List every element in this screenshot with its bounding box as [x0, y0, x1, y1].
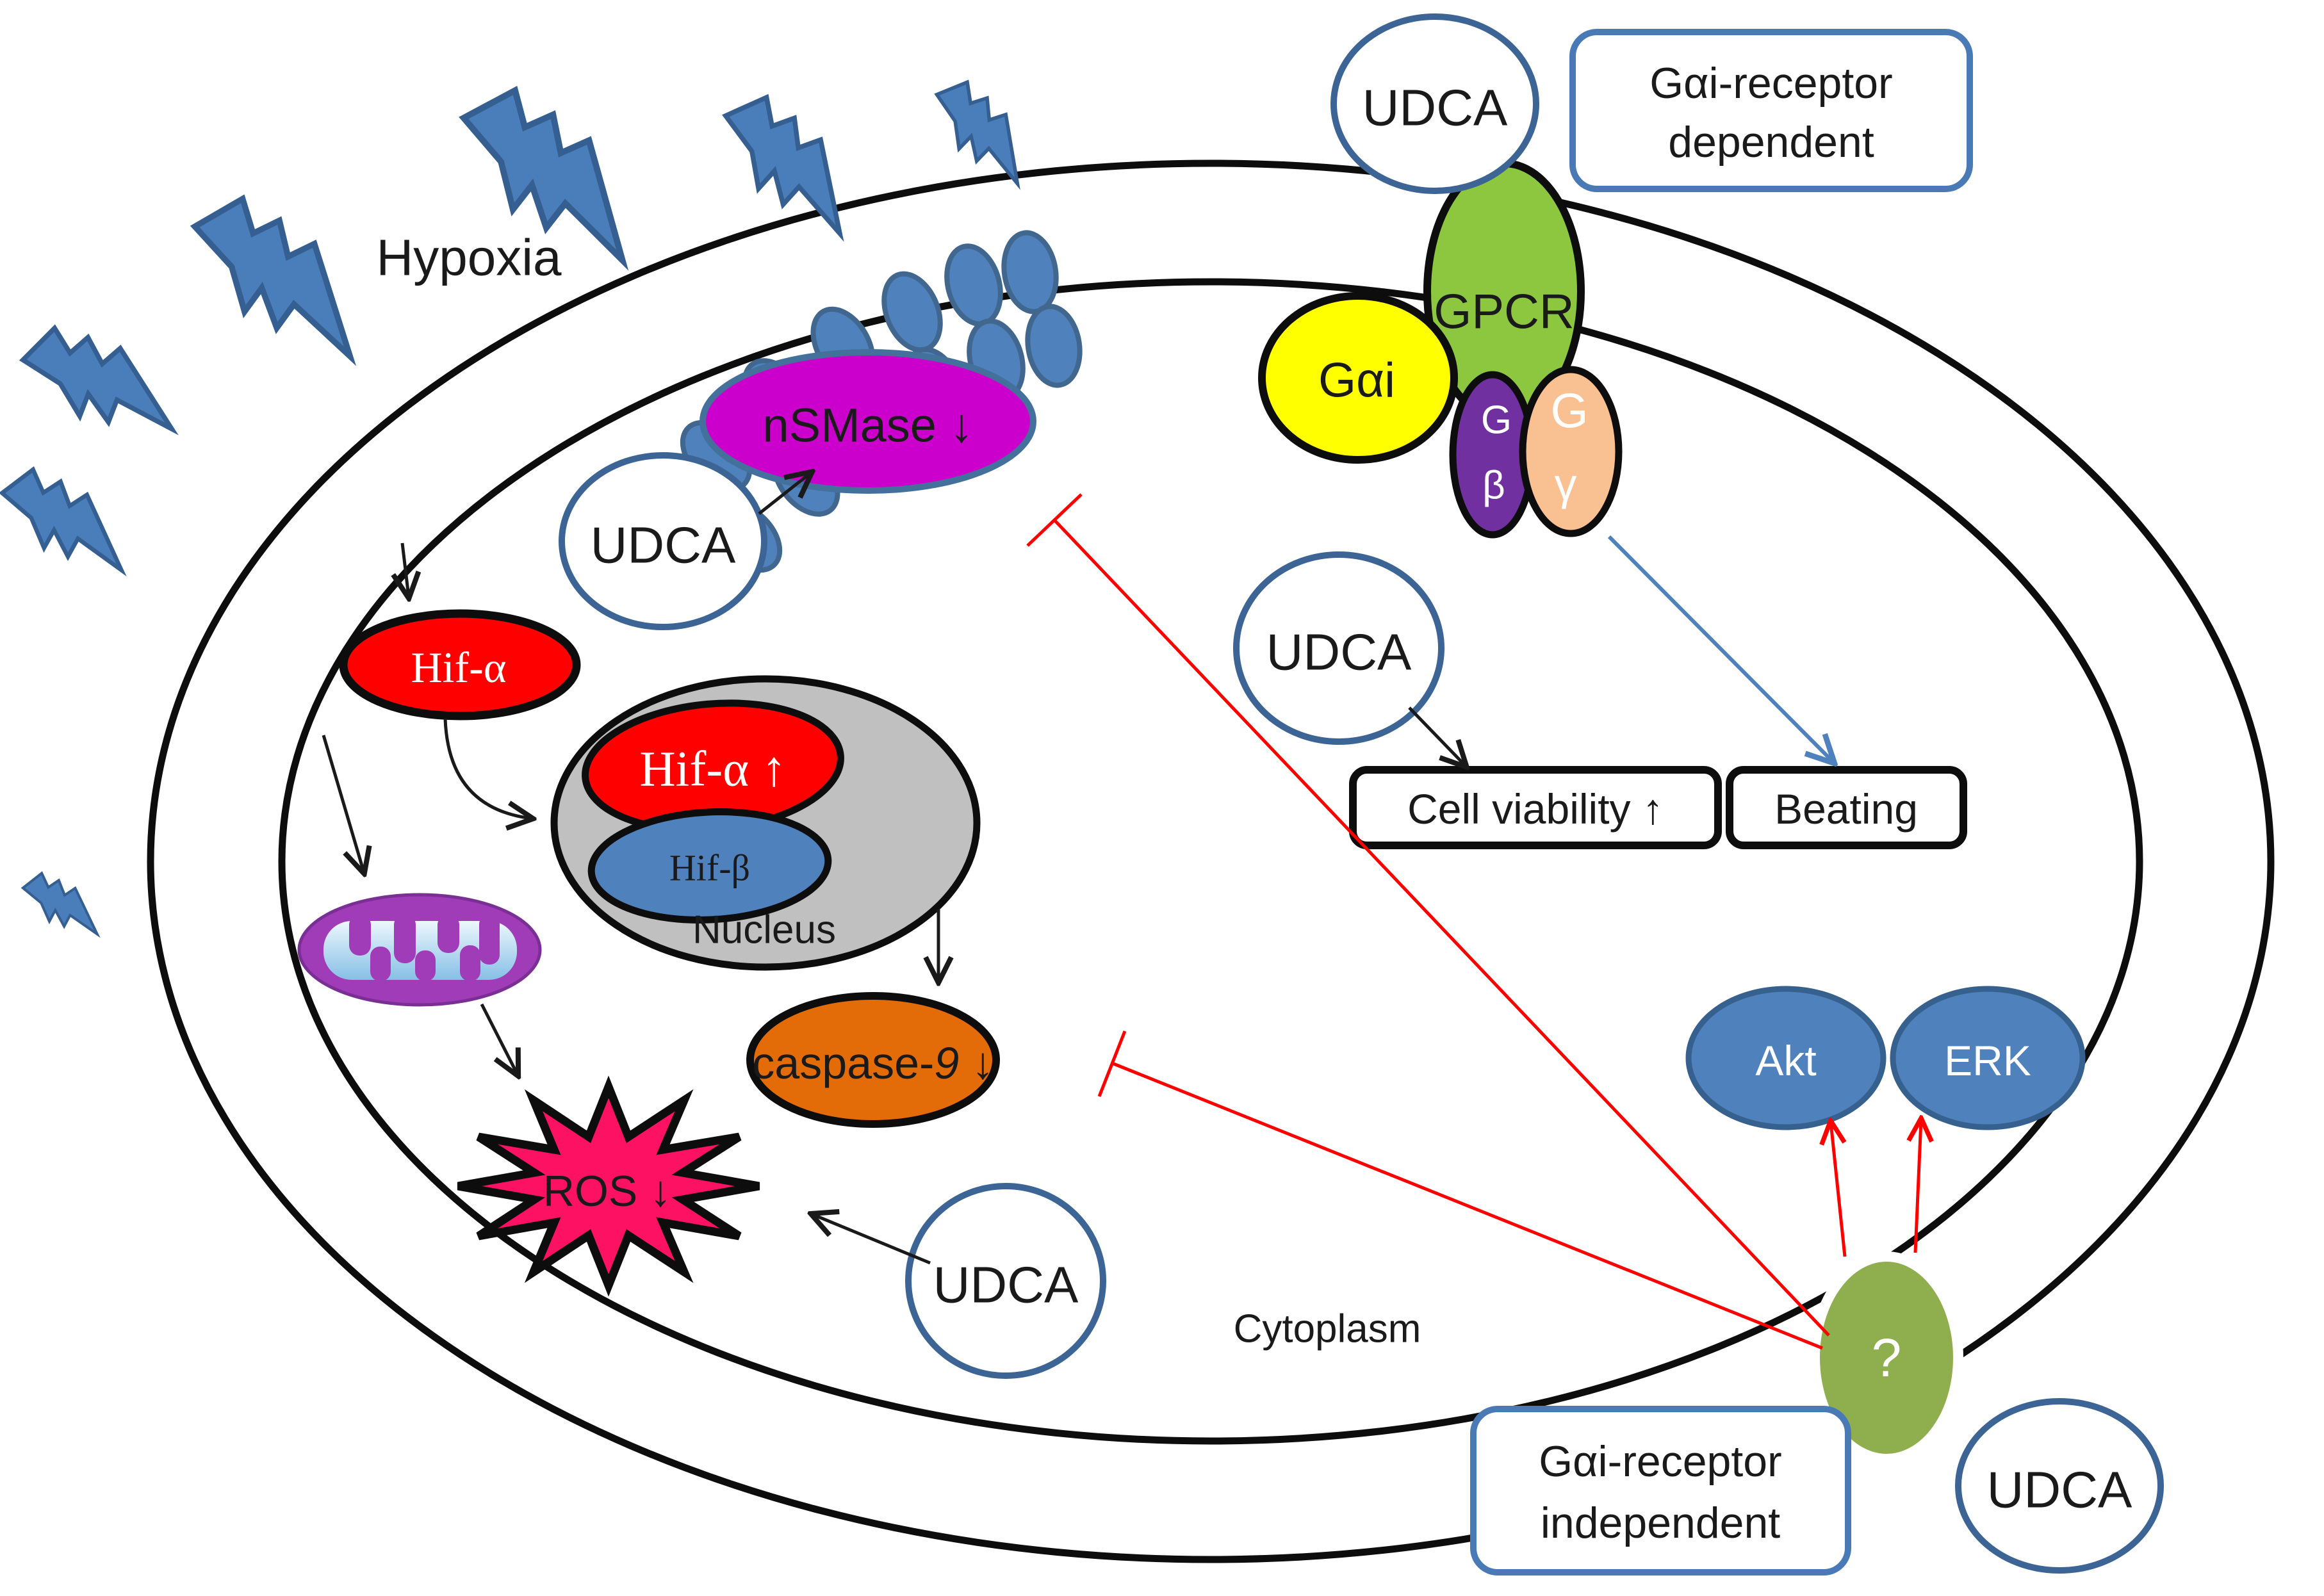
inhibit-unknown-to-nsmase-tbar: [1026, 493, 1083, 547]
lipid-oval-icon: [1025, 304, 1083, 388]
beating-label: Beating: [1774, 785, 1918, 833]
cytoplasm-label: Cytoplasm: [1234, 1307, 1421, 1351]
arrow-unknown-to-erk: [1915, 1120, 1921, 1253]
arrow-unknown-to-akt: [1831, 1122, 1847, 1257]
nsmase-node: [700, 349, 1036, 494]
gpcr-label: GPCR: [1434, 285, 1575, 339]
arrow-gbetagamma-to-beating: [1607, 535, 1833, 762]
lipid-oval-icon: [881, 271, 943, 353]
mitochondria-icon: [297, 893, 542, 1007]
erk-node: [1890, 986, 2086, 1130]
udca-node-top-right: [1330, 13, 1539, 194]
udca-node-center: [1233, 551, 1444, 745]
inhibit-unknown-to-caspase9: [1111, 1061, 1823, 1350]
gai-independent-box: [1470, 1406, 1851, 1576]
caspase9-node: [746, 992, 1000, 1128]
hypoxia-label: Hypoxia: [376, 229, 562, 286]
gai-dependent-box: [1569, 29, 1973, 192]
udca-label: UDCA: [591, 517, 736, 574]
akt-label: Akt: [1755, 1037, 1816, 1084]
cell-viability-box: [1349, 766, 1722, 849]
lightning-bolt-icon: [182, 175, 384, 390]
gai-independent-line1: Gαi-receptor: [1539, 1437, 1781, 1486]
arrow-to-mitochondria: [322, 735, 364, 872]
gai-node: [1258, 292, 1458, 464]
udca-node-bottom-left: [905, 1183, 1106, 1379]
lightning-bolt-icon: [0, 452, 143, 597]
nucleus-label: Nucleus: [692, 908, 836, 952]
cell-viability-label: Cell viability ↑: [1407, 785, 1664, 833]
cell-inner-membrane: [278, 278, 2143, 1445]
gai-independent-line2: independent: [1541, 1499, 1780, 1547]
udca-node-bottom-right: [1955, 1398, 2164, 1574]
ggamma-node: [1519, 366, 1623, 537]
ros-node: [457, 1075, 760, 1297]
gbeta-sub-label: β: [1482, 464, 1505, 508]
akt-node: [1685, 986, 1886, 1130]
hif-beta-label: Hif-β: [669, 847, 750, 889]
lightning-bolt-icon: [18, 862, 110, 951]
gai-label: Gαi: [1318, 354, 1395, 408]
hif-alpha-label: Hif-α: [411, 643, 507, 692]
ggamma-g-label: G: [1550, 384, 1588, 439]
arrow-hifalpha-to-nucleus: [443, 718, 532, 818]
ros-label: ROS ↓: [543, 1167, 671, 1216]
gai-dependent-line1: Gαi-receptor: [1649, 59, 1892, 108]
arrow-udca-to-ros: [812, 1214, 931, 1265]
unknown-receptor-node: [1810, 1251, 1963, 1464]
gai-dependent-line2: dependent: [1668, 118, 1874, 167]
gbeta-g-label: G: [1481, 398, 1512, 443]
hif-alpha-up-label: Hif-α ↑: [639, 741, 786, 797]
lightning-bolt-icon: [15, 306, 193, 463]
cell-outer-membrane: [147, 159, 2275, 1563]
arrow-udca-to-nsmase: [758, 473, 811, 515]
hif-beta-node: [587, 808, 832, 924]
arrow-hypoxia-to-hifalpha: [402, 542, 409, 597]
unknown-receptor-label: ?: [1872, 1328, 1902, 1388]
beating-box: [1726, 766, 1967, 849]
arrow-mito-to-ros: [480, 1003, 518, 1075]
lightning-bolt-icon: [714, 79, 870, 257]
inhibit-unknown-to-caspase9-tbar: [1097, 1030, 1127, 1097]
inhibit-unknown-to-nsmase: [1053, 519, 1830, 1337]
lipid-oval-icon: [1001, 230, 1059, 314]
udca-label: UDCA: [1987, 1462, 2132, 1519]
arrow-udca-to-cellviability: [1408, 706, 1466, 766]
caspase9-label: caspase-9 ↓: [752, 1038, 994, 1088]
udca-label: UDCA: [933, 1257, 1079, 1314]
hif-alpha-node: [339, 609, 581, 721]
ggamma-sub-label: γ: [1555, 459, 1577, 509]
udca-label: UDCA: [1362, 79, 1508, 136]
udca-node-nsmase: [559, 452, 767, 630]
lipid-oval-icon: [944, 243, 1003, 327]
erk-label: ERK: [1944, 1037, 2031, 1084]
udca-label: UDCA: [1266, 624, 1412, 681]
nsmase-label: nSMase ↓: [762, 399, 973, 452]
